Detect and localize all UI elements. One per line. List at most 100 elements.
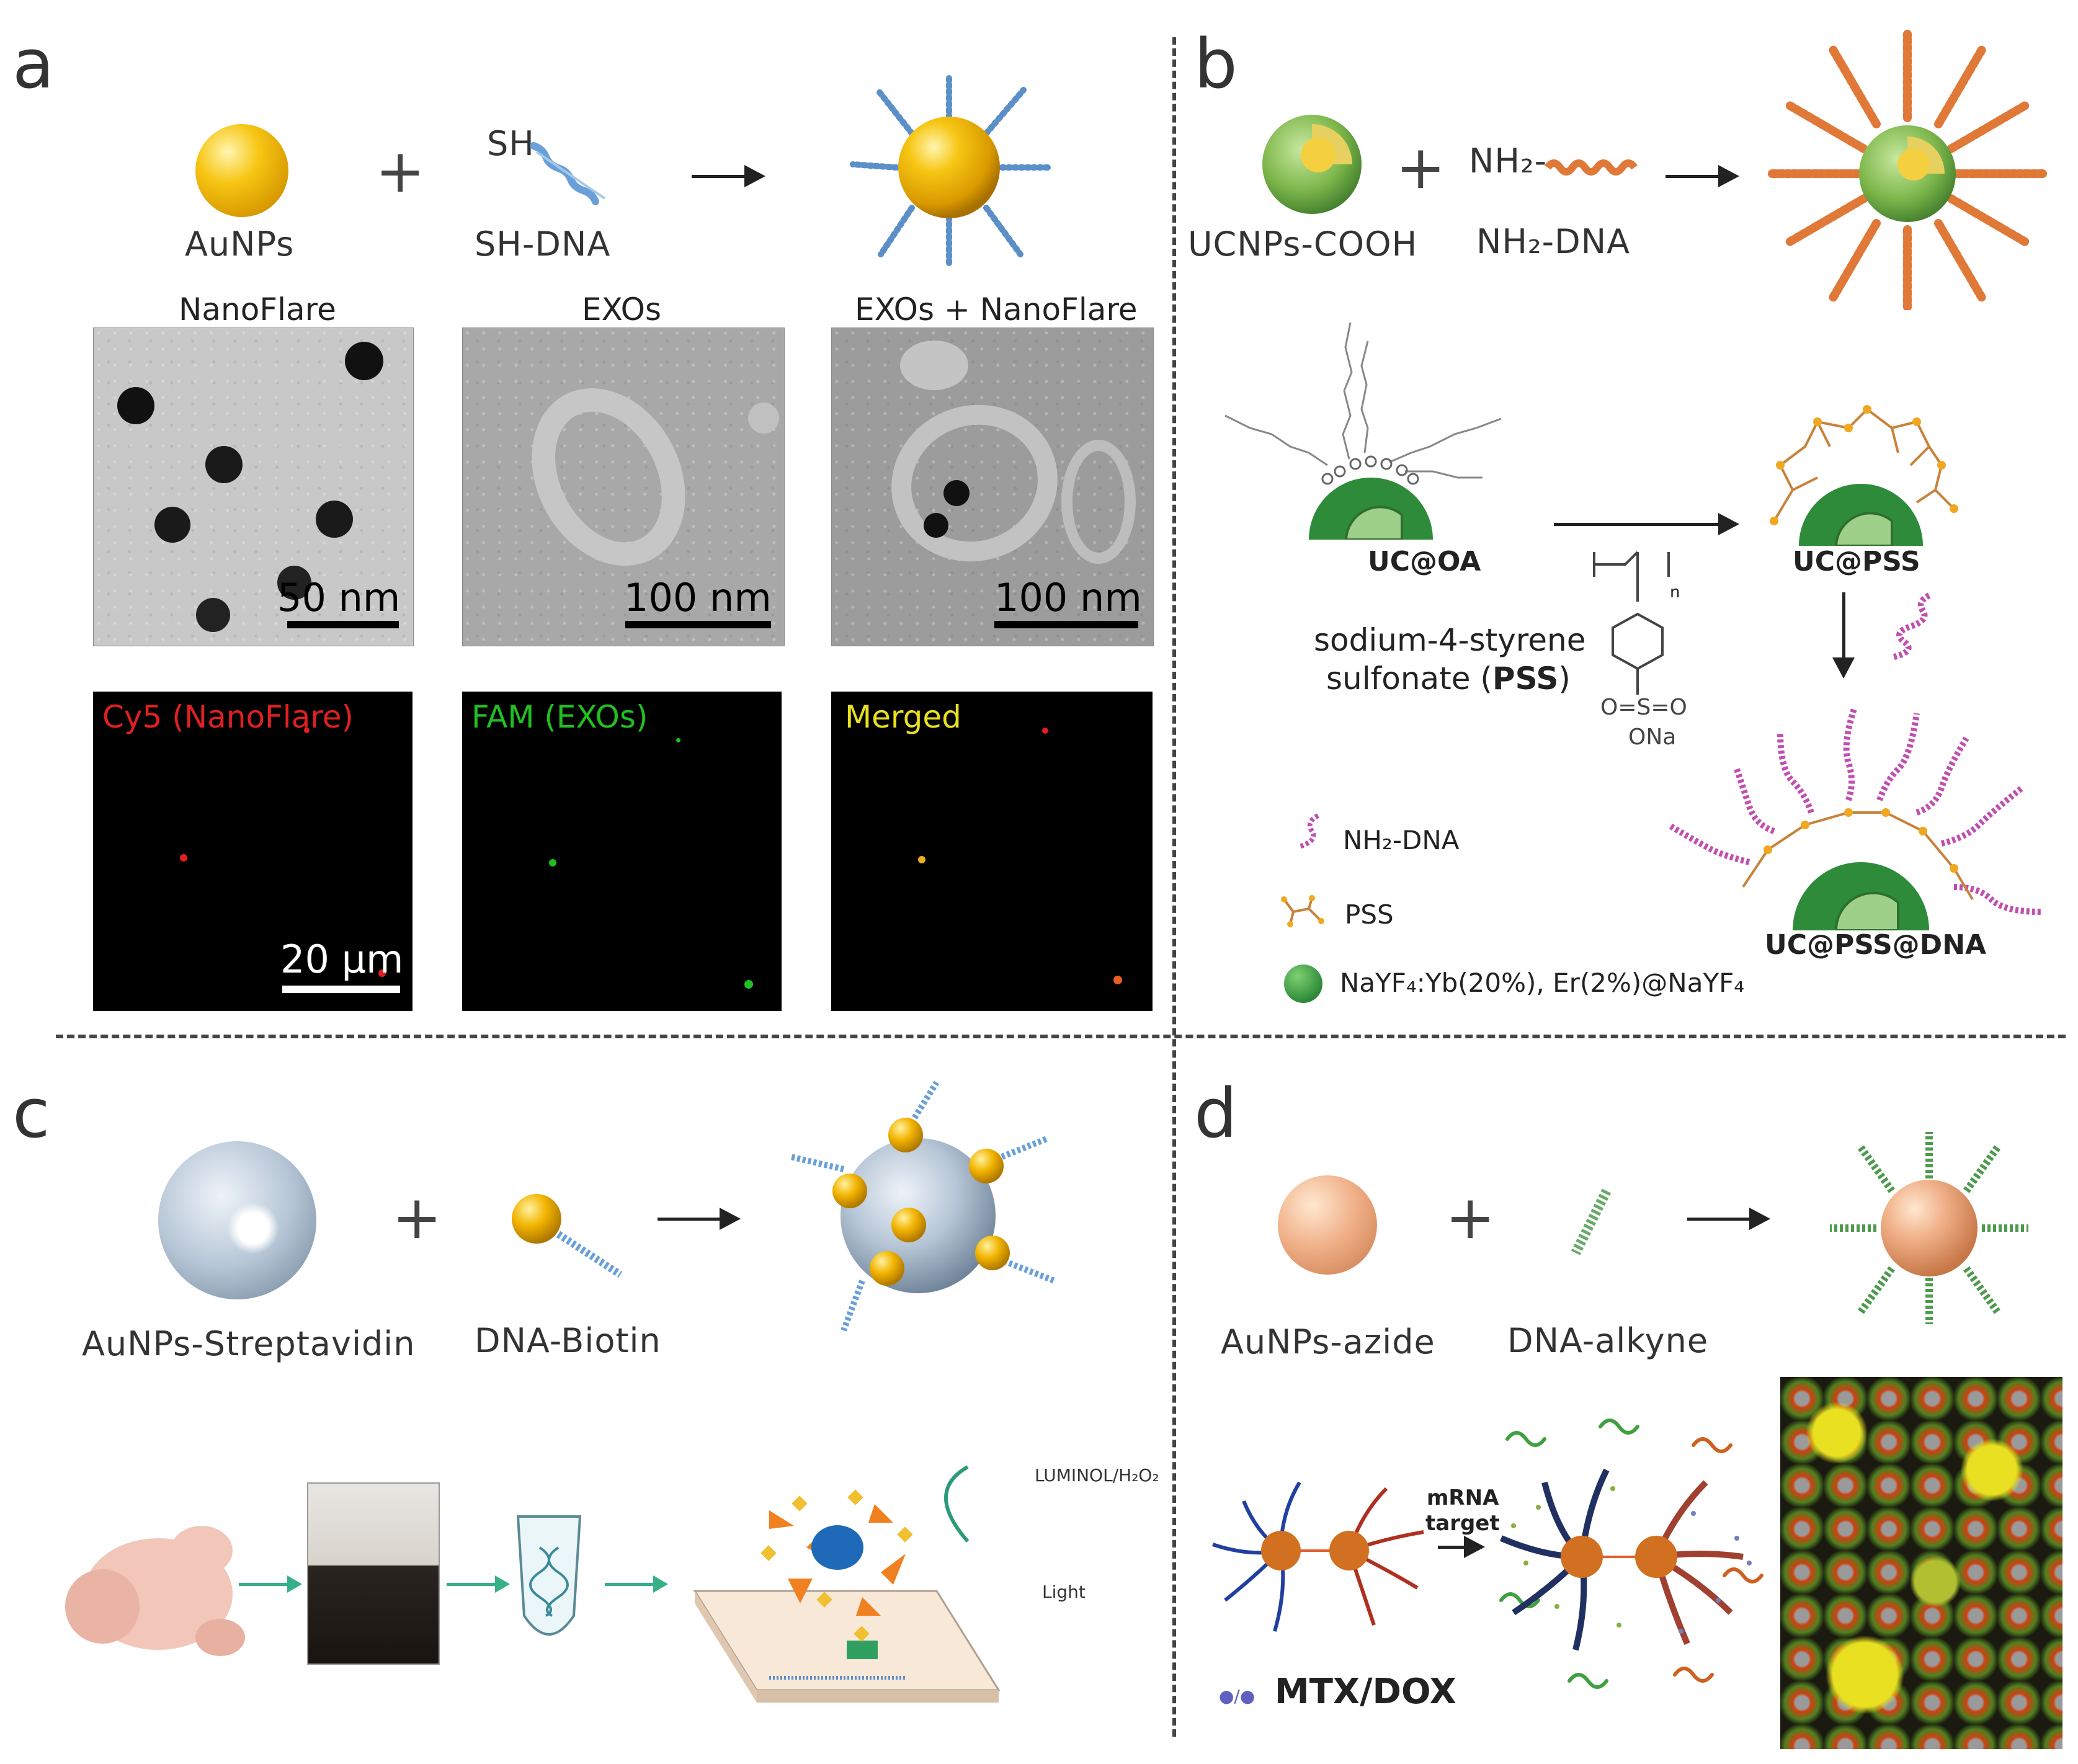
fluo-title-merged: Merged — [845, 699, 961, 735]
chicken-icon — [65, 1526, 245, 1656]
aunp-dna-product-icon — [1830, 1132, 2028, 1324]
panel-b-reagent1: UCNPs-COOH — [1188, 225, 1418, 264]
fluo-title-fam: FAM (EXOs) — [471, 699, 648, 735]
scale-label-tem-3: 100 nm — [994, 575, 1142, 620]
plus-sign: + — [1445, 1183, 1496, 1252]
streptavidin-dna-product-icon — [790, 1080, 1056, 1332]
pss-name-text: sulfonate ( — [1326, 661, 1492, 697]
panel-c-reagent2: DNA-Biotin — [475, 1321, 661, 1360]
release-arrow — [1438, 1546, 1466, 1549]
legend-pss-icon — [1281, 895, 1324, 927]
streptavidin-sphere-icon — [158, 1141, 316, 1299]
scale-bar — [625, 621, 771, 628]
arrow-head — [1464, 1536, 1485, 1558]
reaction-arrow — [692, 175, 747, 178]
legend-nayf4: NaYF₄:Yb(20%), Er(2%)@NaYF₄ — [1340, 968, 1745, 998]
panel-a-reagent1: AuNPs — [185, 225, 295, 264]
horizontal-divider — [56, 1035, 2066, 1038]
pss-close: ) — [1558, 661, 1571, 697]
legend-ucnp-icon — [1284, 964, 1322, 1003]
dna-strand-icon — [1545, 159, 1638, 176]
dna-strand-icon — [530, 142, 606, 205]
pss-name-line1: sodium-4-styrene — [1314, 622, 1586, 658]
panel-b-reagent2: NH₂-DNA — [1476, 222, 1631, 261]
panel-a-letter: a — [12, 24, 55, 104]
nh2-tag: NH₂- — [1469, 141, 1548, 180]
drug-legend-icon: ●/● — [1219, 1686, 1255, 1706]
stage-uc-pss-dna: UC@PSS@DNA — [1765, 929, 1987, 961]
vertical-divider — [1172, 37, 1176, 1737]
tem-image-exos: 100 nm — [462, 327, 785, 646]
pss-structure-icon — [1593, 551, 1670, 695]
arrow-head — [1718, 165, 1739, 187]
panel-c-reagent1: AuNPs-Streptavidin — [82, 1324, 416, 1363]
fluo-scale-label: 20 μm — [280, 937, 404, 982]
drug-label: MTX/DOX — [1275, 1672, 1456, 1712]
legend-nh2-dna: NH₂-DNA — [1343, 825, 1460, 855]
scale-label-tem-2: 100 nm — [624, 575, 772, 620]
flow-arrow — [239, 1583, 288, 1586]
panel-d-reagent1: AuNPs-azide — [1221, 1322, 1435, 1361]
uc-pss-particle-icon — [1770, 405, 1958, 546]
arrow-head — [744, 165, 765, 187]
drug-released-nanoparticles-icon — [1499, 1419, 1764, 1689]
dna-biotin-icon — [512, 1194, 623, 1278]
arrow-head — [720, 1208, 741, 1230]
reaction-arrow — [1687, 1218, 1752, 1221]
flow-arrow-head — [287, 1575, 302, 1593]
dna-alkyne-icon — [1571, 1188, 1612, 1255]
nanoflare-product-icon — [850, 71, 1051, 267]
panel-c-letter: c — [12, 1074, 50, 1153]
drug-loaded-nanoparticles-icon — [1212, 1481, 1424, 1632]
detection-chip-icon — [693, 1465, 1001, 1703]
ucnp-dna-product-icon — [1767, 30, 2048, 310]
tem-image-exos-nanoflare: 100 nm — [831, 327, 1154, 646]
mrna-label: mRNA — [1427, 1486, 1499, 1510]
chem-oso: O=S=O — [1600, 695, 1687, 720]
uc-oa-particle-icon — [1224, 322, 1502, 540]
reaction-arrow — [1554, 523, 1721, 526]
stage-uc-pss: UC@PSS — [1793, 546, 1920, 577]
legend-pss: PSS — [1345, 899, 1394, 930]
ucnp-core-shell-icon — [1262, 115, 1362, 214]
flow-arrow — [447, 1583, 496, 1586]
fluo-image-fam: FAM (EXOs) — [462, 692, 782, 1011]
pink-dna-icon — [1891, 592, 1931, 661]
pss-name-line2: sulfonate (PSS) — [1326, 661, 1571, 697]
flow-arrow-head — [495, 1575, 510, 1593]
uc-pss-dna-particle-icon — [1667, 706, 2041, 930]
chem-ona: ONa — [1628, 724, 1677, 750]
tem-title-3: EXOs + NanoFlare — [855, 292, 1138, 327]
plus-sign: + — [1396, 133, 1446, 202]
flow-arrow-head — [653, 1575, 668, 1593]
fluo-image-cy5: Cy5 (NanoFlare) 20 μm — [93, 692, 412, 1011]
panel-d-letter: d — [1194, 1074, 1237, 1153]
cell-fluorescence-image — [1780, 1377, 2062, 1749]
legend-dna-icon — [1298, 813, 1319, 849]
stage-uc-oa: UC@OA — [1368, 546, 1481, 577]
panel-a-reagent2: SH-DNA — [475, 225, 611, 264]
fluo-image-merged: Merged — [831, 692, 1153, 1011]
panel-d-reagent2: DNA-alkyne — [1507, 1321, 1709, 1360]
arrow-head — [1749, 1208, 1770, 1230]
scale-bar — [282, 986, 400, 993]
dna-tube-icon — [516, 1515, 582, 1636]
sh-tag: SH — [487, 124, 535, 163]
fluo-title-cy5: Cy5 (NanoFlare) — [102, 699, 354, 735]
aunp-azide-sphere-icon — [1278, 1175, 1377, 1275]
plus-sign: + — [392, 1183, 442, 1252]
flow-arrow — [605, 1583, 654, 1586]
scale-label-tem-1: 50 nm — [277, 575, 401, 620]
chem-n: n — [1670, 583, 1680, 602]
scale-bar — [287, 621, 399, 628]
plus-sign: + — [375, 136, 426, 206]
tem-image-nanoflare: 50 nm — [93, 327, 414, 646]
pss-abbr: PSS — [1492, 661, 1559, 697]
tem-title-2: EXOs — [582, 292, 662, 327]
down-arrow-line — [1842, 592, 1845, 661]
scale-bar — [994, 621, 1138, 628]
reaction-arrow — [658, 1218, 723, 1221]
reaction-arrow — [1666, 175, 1721, 178]
aunp-sphere-icon — [195, 124, 288, 217]
light-label: Light — [1042, 1582, 1086, 1602]
